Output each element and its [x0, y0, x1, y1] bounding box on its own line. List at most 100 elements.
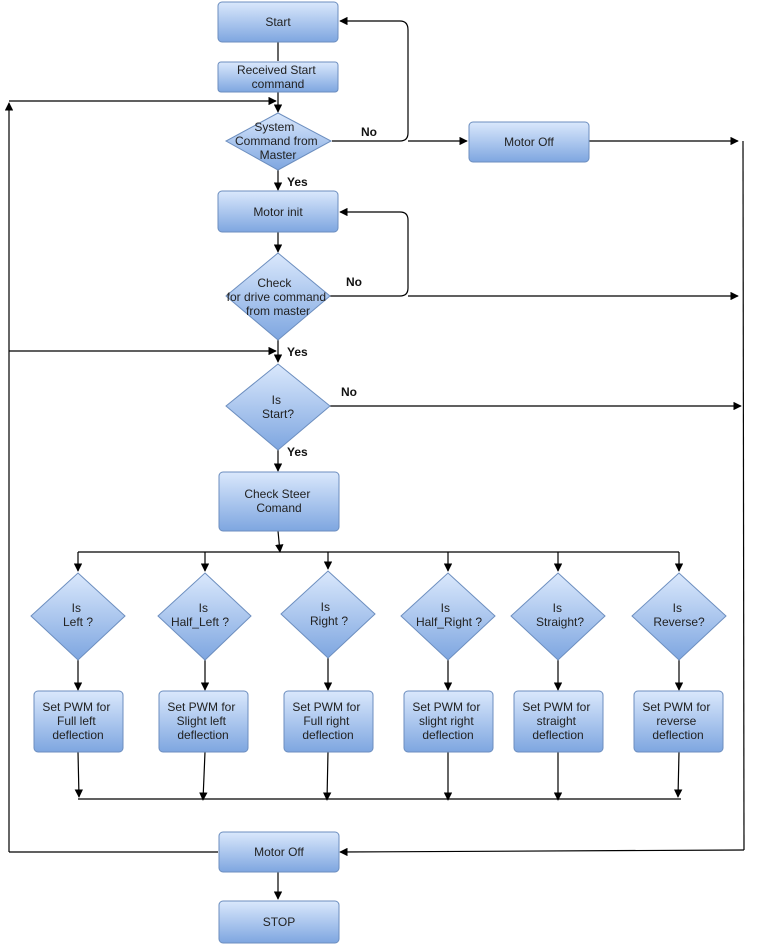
label-yes-system: Yes: [287, 175, 308, 189]
svg-text:Motor Off: Motor Off: [254, 845, 304, 859]
edges: [4, 16, 745, 900]
node-check-drive-line2: for drive command: [227, 290, 326, 304]
node-pwm-left: Set PWM for Full left deflection: [33, 690, 124, 753]
svg-text:Motor init: Motor init: [253, 205, 303, 219]
node-is-reverse-line1: Is: [673, 601, 682, 615]
edge-pwm-left-bus: [74, 751, 84, 798]
svg-text:Check Steer Comand: Check Steer Comand: [244, 487, 313, 515]
node-pwm-half-left-line3: deflection: [177, 728, 228, 742]
svg-text:STOP: STOP: [263, 915, 295, 929]
node-pwm-half-right-line1: Set PWM for: [412, 700, 480, 714]
edge-right-to-motoroff: [339, 847, 745, 857]
node-check-drive: Check for drive command from master: [225, 252, 331, 341]
node-is-straight-line1: Is: [553, 601, 562, 615]
label-no-drive: No: [346, 275, 362, 289]
node-start: Start: [217, 1, 339, 43]
node-pwm-left-line3: deflection: [52, 728, 103, 742]
node-motor-off-bottom-line: Motor Off: [254, 845, 304, 859]
node-pwm-half-right: Set PWM for slight right deflection: [403, 690, 494, 753]
svg-text:Is Straight?: Is Straight?: [536, 601, 584, 629]
node-pwm-left-line2: Full left: [57, 714, 96, 728]
edge-system-no-loop: [332, 16, 409, 142]
node-system-line3: Master: [260, 148, 297, 162]
node-is-right-line2: Right ?: [310, 614, 348, 628]
svg-text:Set PWM for straight: Set PWM for straight deflection: [522, 700, 593, 742]
edge-checksteer-branch: [275, 530, 284, 553]
svg-text:Is Left ?: Is Left ?: [63, 601, 93, 629]
node-motor-off-bottom: Motor Off: [218, 831, 340, 873]
node-is-half-left-line1: Is: [199, 601, 208, 615]
node-system-line2: Command from: [235, 134, 318, 148]
node-is-straight-line2: Straight?: [536, 615, 584, 629]
node-motor-off-top: Motor Off: [468, 121, 590, 163]
node-pwm-half-left-line2: Slight left: [177, 714, 227, 728]
node-pwm-straight: Set PWM for straight deflection: [513, 690, 604, 753]
node-is-right-line1: Is: [321, 600, 330, 614]
node-pwm-half-left-line1: Set PWM for: [167, 700, 235, 714]
node-is-left-line2: Left ?: [63, 615, 93, 629]
svg-text:Start: Start: [265, 15, 291, 29]
node-pwm-straight-line1: Set PWM for: [522, 700, 590, 714]
node-pwm-half-right-line2: slight right: [419, 714, 474, 728]
node-check-steer: Check Steer Comand: [218, 471, 340, 532]
node-pwm-straight-line3: deflection: [532, 728, 583, 742]
node-is-start-line2: Start?: [262, 407, 294, 421]
node-check-steer-line2: Comand: [256, 501, 301, 515]
node-received-line1: Received Start: [237, 63, 316, 77]
svg-text:Set PWM for reverse: Set PWM for reverse deflection: [642, 700, 713, 742]
edge-right-bus: [742, 140, 745, 851]
label-yes-drive: Yes: [287, 345, 308, 359]
node-check-drive-line1: Check: [257, 276, 292, 290]
svg-text:Received Start command: Received Start command: [237, 63, 319, 91]
node-pwm-straight-line2: straight: [537, 714, 577, 728]
edge-pwm-reverse-bus: [673, 751, 683, 798]
svg-text:Set PWM for slight right: Set PWM for slight right deflection: [412, 700, 483, 742]
node-is-half-left-line2: Half_Left ?: [171, 615, 229, 629]
svg-text:Motor Off: Motor Off: [504, 135, 554, 149]
node-system-line1: System: [254, 120, 294, 134]
node-is-left: Is Left ?: [30, 572, 126, 661]
node-is-start-line1: Is: [272, 393, 281, 407]
node-pwm-reverse-line3: deflection: [652, 728, 703, 742]
svg-text:Is Right ?: Is Right ?: [310, 600, 348, 628]
node-received-start: Received Start command: [217, 61, 339, 93]
node-stop: STOP: [218, 900, 340, 944]
node-is-half-right-line1: Is: [441, 601, 450, 615]
svg-text:Is Half_Right ?: Is Half_Right ?: [416, 601, 482, 629]
node-start-line: Start: [265, 15, 291, 29]
edge-drive-no-loop: [330, 207, 409, 297]
node-stop-line: STOP: [263, 915, 295, 929]
node-pwm-half-left: Set PWM for Slight left deflection: [158, 690, 249, 753]
node-system-command: System Command from Master: [224, 112, 333, 171]
svg-text:Is Reverse?: Is Reverse?: [653, 601, 705, 629]
node-motor-init-line: Motor init: [253, 205, 303, 219]
label-no-system: No: [361, 125, 377, 139]
node-is-straight: Is Straight?: [510, 572, 606, 661]
label-no-start: No: [341, 385, 357, 399]
svg-text:System Command from: System Command from Master: [235, 120, 321, 162]
svg-text:Set PWM for Slight left: Set PWM for Slight left deflection: [167, 700, 238, 742]
svg-text:Check for drive command: Check for drive command from master: [227, 276, 330, 318]
node-is-reverse: Is Reverse?: [631, 572, 727, 661]
node-pwm-reverse-line2: reverse: [656, 714, 696, 728]
node-is-half-left: Is Half_Left ?: [157, 572, 252, 661]
node-is-left-line1: Is: [72, 601, 81, 615]
node-received-line2: command: [252, 77, 305, 91]
node-check-drive-line3: from master: [246, 304, 310, 318]
node-is-half-right: Is Half_Right ?: [400, 572, 496, 661]
node-pwm-half-right-line3: deflection: [422, 728, 473, 742]
svg-text:Is Start?: Is Start?: [262, 393, 294, 421]
node-pwm-right-line2: Full right: [303, 714, 350, 728]
svg-text:Set PWM for Full left: Set PWM for Full left deflection: [42, 700, 113, 742]
node-pwm-reverse-line1: Set PWM for: [642, 700, 710, 714]
node-is-right: Is Right ?: [280, 570, 376, 659]
node-pwm-right-line3: deflection: [302, 728, 353, 742]
node-pwm-right-line1: Set PWM for: [292, 700, 360, 714]
node-is-start: Is Start?: [225, 363, 331, 451]
node-is-half-right-line2: Half_Right ?: [416, 615, 482, 629]
node-motor-init: Motor init: [217, 190, 339, 233]
edge-pwm-half-left-bus: [199, 751, 208, 801]
svg-text:Set PWM for Full right: Set PWM for Full right deflection: [292, 700, 363, 742]
node-motor-off-top-line: Motor Off: [504, 135, 554, 149]
